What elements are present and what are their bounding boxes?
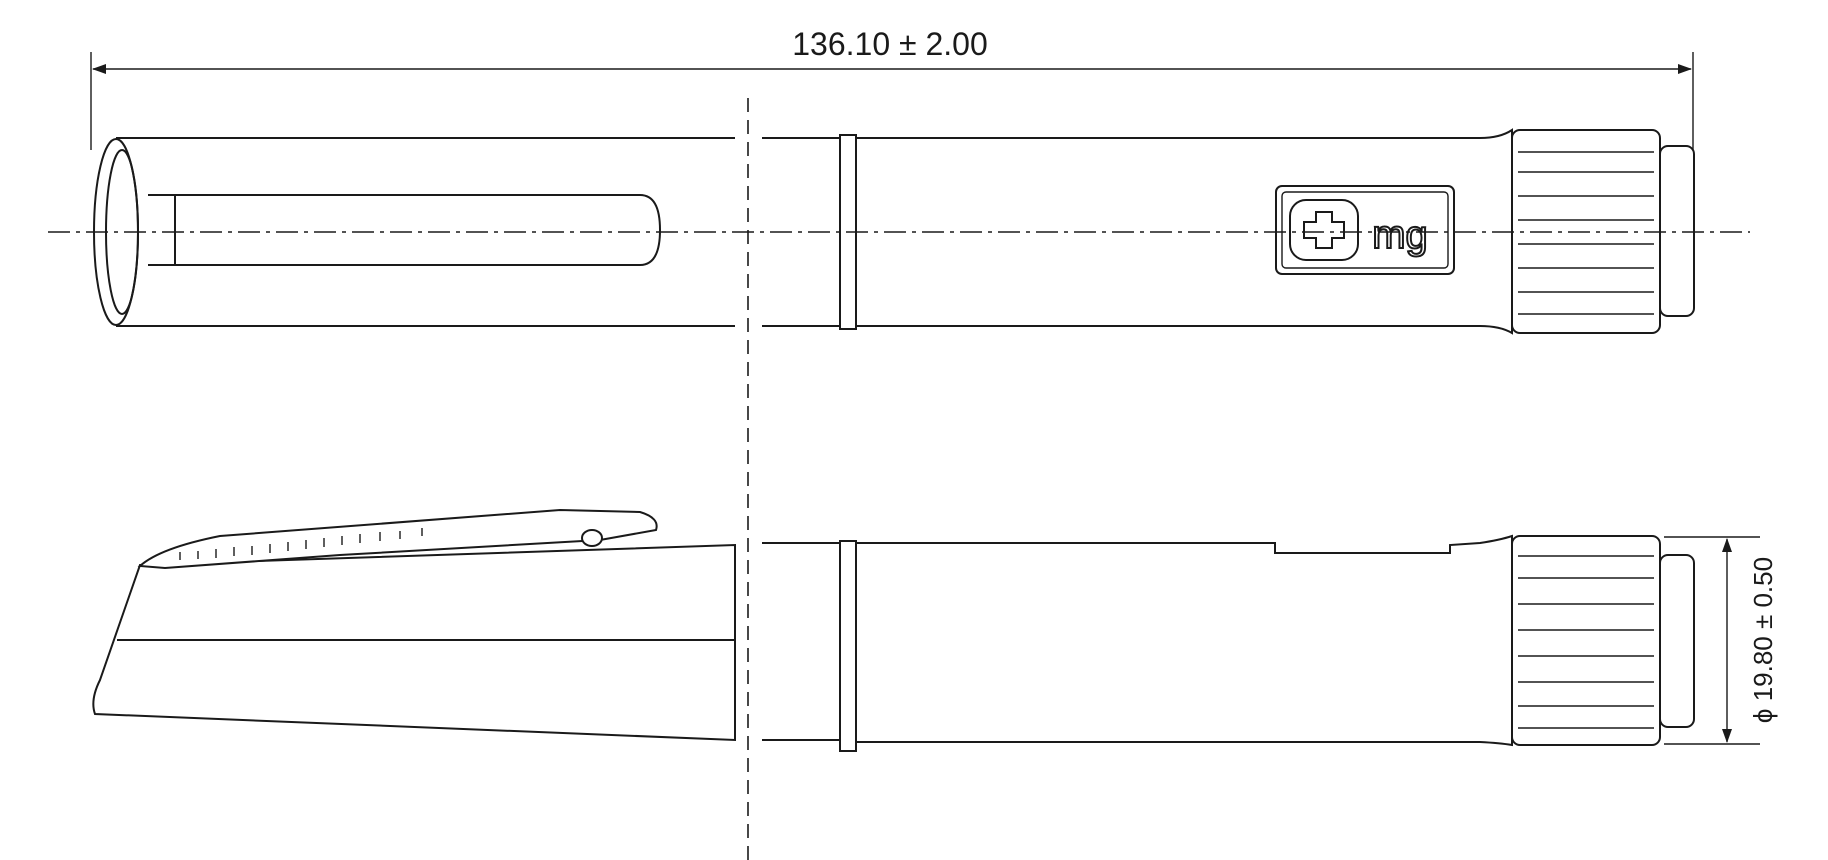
dial-body-side <box>1511 535 1661 746</box>
cap-outline <box>116 137 735 327</box>
brand-logo: mg <box>1275 185 1455 275</box>
dial-ridges <box>1518 151 1654 315</box>
side-view <box>92 508 1695 752</box>
logo-text: mg <box>1372 213 1428 257</box>
pen-barrel-top <box>855 128 1513 335</box>
dial-end-cap <box>1659 145 1695 317</box>
body-segment-side <box>762 542 840 741</box>
dial-ridges-side <box>1518 555 1654 729</box>
pocket-clip-top <box>148 194 662 266</box>
pen-barrel-side <box>855 534 1513 747</box>
logo-cross-badge <box>1289 199 1359 261</box>
diameter-dimension: ϕ 19.80 ± 0.50 <box>1664 536 1778 745</box>
dose-dial-side <box>1511 535 1695 746</box>
logo-frame <box>1275 185 1455 275</box>
medical-cross-icon <box>1303 211 1345 249</box>
cap-side-outline <box>92 543 736 742</box>
clip-grip-marks <box>179 528 423 560</box>
clip-pivot <box>581 529 603 547</box>
diameter-label: ϕ 19.80 ± 0.50 <box>1748 557 1778 723</box>
overall-length-dimension: 136.10 ± 2.00 <box>90 26 1694 150</box>
cap-ring-side <box>839 540 857 752</box>
dial-end-cap-side <box>1659 554 1695 728</box>
pocket-clip-side <box>137 508 658 570</box>
body-segment-top <box>762 137 840 327</box>
overall-length-label: 136.10 ± 2.00 <box>792 26 988 62</box>
logo-frame-inner <box>1281 191 1449 269</box>
top-view: mg <box>48 128 1750 335</box>
